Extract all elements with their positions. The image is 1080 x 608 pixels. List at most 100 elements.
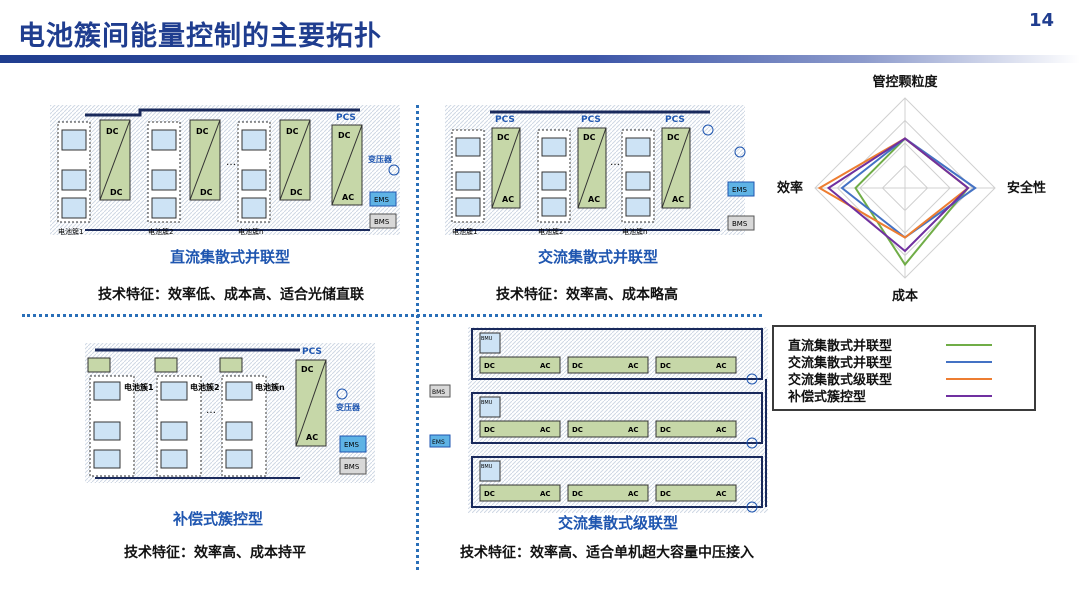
comp-cluster-n: 电池簇n xyxy=(219,357,285,477)
panel-feature-ac-cascade: 技术特征：效率高、适合单机超大容量中压接入 xyxy=(460,545,754,561)
vertical-divider xyxy=(416,105,419,570)
svg-text:DC: DC xyxy=(583,133,596,142)
legend-label: 交流集散式并联型 xyxy=(788,356,893,371)
svg-text:AC: AC xyxy=(716,362,727,370)
panel-caption-ac-parallel: 交流集散式并联型 xyxy=(537,248,658,266)
svg-text:PCS: PCS xyxy=(302,347,322,357)
svg-text:DC: DC xyxy=(572,362,583,370)
bms-box xyxy=(727,215,755,231)
legend-label: 交流集散式级联型 xyxy=(788,373,893,388)
svg-text:电池簇2: 电池簇2 xyxy=(190,382,220,392)
svg-text:BMU: BMU xyxy=(481,336,493,342)
cluster-label: 电池簇n xyxy=(238,227,263,236)
dc-label: DC xyxy=(196,127,209,136)
topology-diagram-dc-parallel: DC DC 电池簇1 DC DC 电池簇2 … DC DC 电池簇n PCS D… xyxy=(50,105,400,236)
svg-text:AC: AC xyxy=(342,193,354,202)
dc-label: DC xyxy=(290,188,303,197)
legend-line xyxy=(946,378,992,380)
svg-text:PCS: PCS xyxy=(581,115,601,125)
ac-cluster-n: PCS DC AC 电池簇n xyxy=(621,115,691,236)
svg-text:AC: AC xyxy=(628,490,639,498)
cluster-block-n: DC DC 电池簇n xyxy=(237,119,311,236)
horizontal-divider xyxy=(22,314,762,317)
svg-text:电池簇2: 电池簇2 xyxy=(538,227,563,236)
pcs-unit: PCS DC AC xyxy=(331,113,363,206)
radar-legend: 直流集散式并联型 交流集散式并联型 交流集散式级联型 补偿式簇控型 xyxy=(772,325,1036,411)
svg-text:电池簇n: 电池簇n xyxy=(622,227,647,236)
svg-text:变压器: 变压器 xyxy=(336,402,361,412)
panel-feature-dc-parallel: 技术特征：效率低、成本高、适合光储直联 xyxy=(98,287,364,303)
svg-text:DC: DC xyxy=(572,426,583,434)
bms-box xyxy=(429,384,451,398)
cascade-row-b: BMU DC AC DC AC DC AC xyxy=(471,392,763,444)
legend-line xyxy=(946,361,992,363)
svg-text:DC: DC xyxy=(660,362,671,370)
cluster-block-2: DC DC 电池簇2 xyxy=(147,119,221,236)
svg-text:DC: DC xyxy=(660,490,671,498)
svg-text:PCS: PCS xyxy=(665,115,685,125)
pcs-unit: PCS DC AC xyxy=(295,347,327,447)
radar-axis-label: 安全性 xyxy=(1007,180,1046,196)
svg-text:BMS: BMS xyxy=(732,220,748,228)
page-number: 14 xyxy=(1028,10,1054,31)
comp-cluster-2: 电池簇2 xyxy=(154,357,220,477)
ems-box xyxy=(339,435,367,453)
svg-text:DC: DC xyxy=(660,426,671,434)
svg-text:AC: AC xyxy=(672,195,684,204)
svg-text:AC: AC xyxy=(628,362,639,370)
svg-text:EMS: EMS xyxy=(344,441,359,449)
svg-text:EMS: EMS xyxy=(374,196,389,204)
svg-text:电池簇1: 电池簇1 xyxy=(124,382,154,392)
svg-text:EMS: EMS xyxy=(732,186,747,194)
topology-diagram-ac-cascade: BMS EMS BMU DC AC DC AC DC AC BMU DC AC … xyxy=(429,327,768,513)
ems-box xyxy=(429,434,451,448)
legend-line xyxy=(946,395,992,397)
radar-series-polygon xyxy=(826,137,970,253)
panel-caption-compensation: 补偿式簇控型 xyxy=(172,510,263,528)
svg-text:BMU: BMU xyxy=(481,464,493,470)
svg-text:PCS: PCS xyxy=(495,115,515,125)
svg-text:…: … xyxy=(206,405,216,416)
dc-label: DC xyxy=(200,188,213,197)
svg-text:DC: DC xyxy=(497,133,510,142)
bms-box xyxy=(339,457,367,475)
bms-box xyxy=(369,213,397,229)
transformer-label: 变压器 xyxy=(368,154,393,164)
svg-text:DC: DC xyxy=(484,362,495,370)
topology-diagram-ac-parallel: PCS DC AC 电池簇1 PCS DC AC 电池簇2 … PCS DC A… xyxy=(445,105,755,236)
svg-text:DC: DC xyxy=(484,426,495,434)
panel-feature-compensation: 技术特征：效率高、成本持平 xyxy=(124,545,306,561)
ac-cluster-2: PCS DC AC 电池簇2 xyxy=(537,115,607,236)
svg-text:BMS: BMS xyxy=(374,218,390,226)
panel-caption-ac-cascade: 交流集散式级联型 xyxy=(557,514,678,532)
legend-label: 直流集散式并联型 xyxy=(788,339,893,354)
radar-axis-label: 效率 xyxy=(777,180,803,196)
ems-box xyxy=(369,191,397,207)
svg-text:BMS: BMS xyxy=(432,389,445,396)
dc-label: DC xyxy=(286,127,299,136)
svg-text:DC: DC xyxy=(572,490,583,498)
svg-text:AC: AC xyxy=(716,426,727,434)
svg-text:AC: AC xyxy=(306,433,318,442)
svg-text:EMS: EMS xyxy=(432,439,445,446)
cascade-row-c: BMU DC AC DC AC DC AC xyxy=(471,456,763,508)
radar-axis-label: 成本 xyxy=(892,288,918,304)
svg-text:DC: DC xyxy=(667,133,680,142)
legend-line xyxy=(946,344,992,346)
legend-label: 补偿式簇控型 xyxy=(788,390,867,405)
svg-text:BMU: BMU xyxy=(481,400,493,406)
radar-axis-label: 管控颗粒度 xyxy=(872,74,938,90)
ac-cluster-1: PCS DC AC 电池簇1 xyxy=(451,115,521,236)
svg-text:AC: AC xyxy=(588,195,600,204)
comp-cluster-1: 电池簇1 xyxy=(87,357,154,477)
title-underline-bar xyxy=(0,55,1080,63)
svg-text:AC: AC xyxy=(540,490,551,498)
cluster-label: 电池簇1 xyxy=(58,227,83,236)
svg-text:AC: AC xyxy=(540,362,551,370)
svg-text:DC: DC xyxy=(301,365,314,374)
svg-text:AC: AC xyxy=(716,490,727,498)
dc-label: DC xyxy=(106,127,119,136)
page-title: 电池簇间能量控制的主要拓扑 xyxy=(18,21,382,52)
svg-text:DC: DC xyxy=(484,490,495,498)
